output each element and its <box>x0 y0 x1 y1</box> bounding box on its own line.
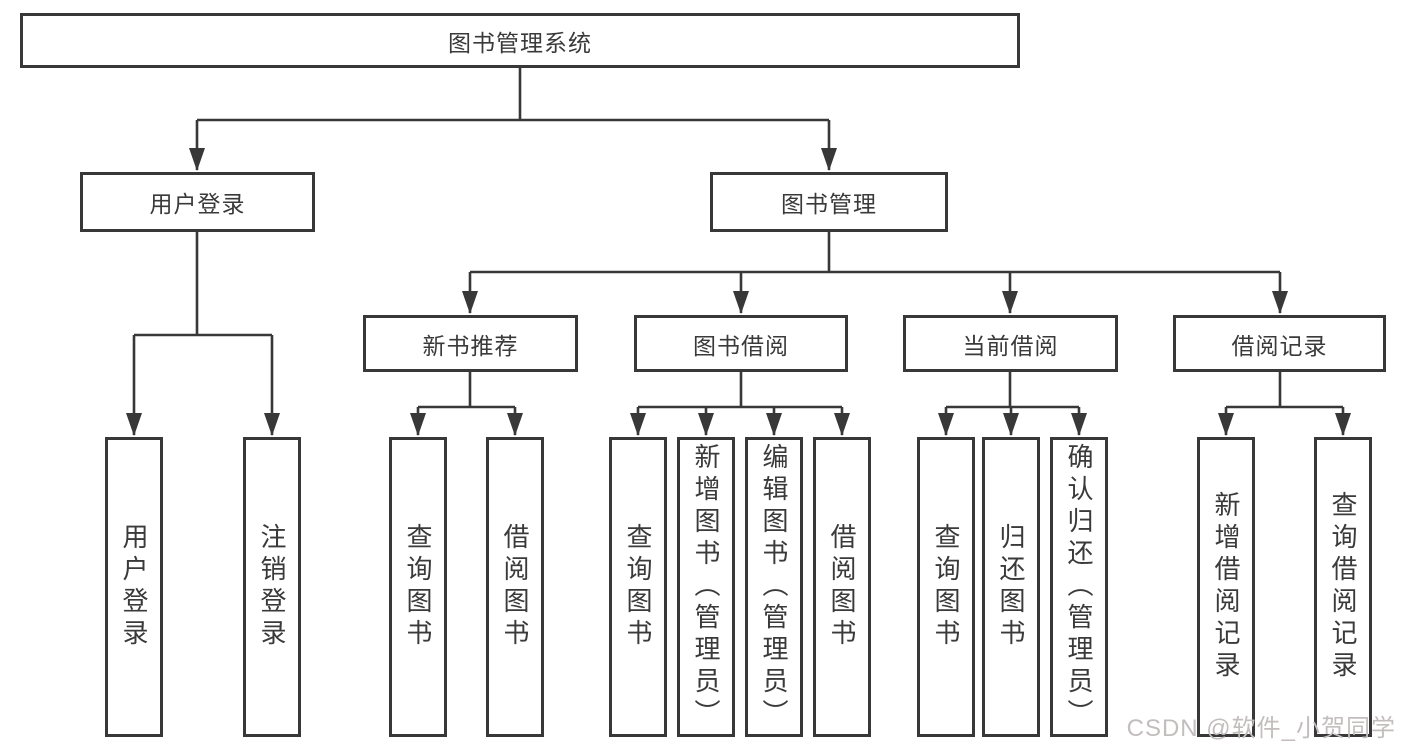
leaf-query-books-current: 查询图书 <box>917 437 975 737</box>
connector-book-borrow-group <box>630 372 850 436</box>
arrow-down-icon <box>189 148 205 171</box>
arrow-down-icon <box>126 413 142 436</box>
leaf-query-borrow-record-label: 查询借阅记录 <box>1328 491 1358 683</box>
arrow-down-icon <box>1335 413 1351 436</box>
arrow-down-icon <box>507 413 523 436</box>
leaf-add-borrow-record-label: 新增借阅记录 <box>1211 491 1241 683</box>
arrow-down-icon <box>1272 291 1288 314</box>
leaf-query-books-recommend: 查询图书 <box>389 437 447 737</box>
leaf-add-borrow-record: 新增借阅记录 <box>1197 437 1255 737</box>
leaf-edit-book-admin-label: 编辑图书（管理员） <box>759 443 789 731</box>
arrow-down-icon <box>821 148 837 171</box>
arrow-down-icon <box>1003 413 1019 436</box>
node-book-management-label: 图书管理 <box>781 191 877 217</box>
leaf-add-book-admin-label: 新增图书（管理员） <box>691 443 721 731</box>
arrow-down-icon <box>1218 413 1234 436</box>
leaf-confirm-return-admin: 确认归还（管理员） <box>1050 437 1108 737</box>
node-new-book-recommend-label: 新书推荐 <box>422 332 519 359</box>
node-user-login-label: 用户登录 <box>149 191 246 217</box>
node-root-label: 图书管理系统 <box>448 29 592 56</box>
leaf-borrow-books-recommend: 借阅图书 <box>486 437 544 737</box>
node-current-borrow-label: 当前借阅 <box>962 332 1059 359</box>
arrow-down-icon <box>938 413 954 436</box>
leaf-return-books: 归还图书 <box>982 437 1040 737</box>
leaf-logout: 注销登录 <box>243 437 301 737</box>
leaf-query-books-borrow: 查询图书 <box>609 437 667 737</box>
connector-book-management-group <box>462 232 1288 314</box>
arrow-down-icon <box>698 413 714 436</box>
arrow-down-icon <box>766 413 782 436</box>
leaf-query-books-recommend-label: 查询图书 <box>403 523 433 651</box>
leaf-user-login: 用户登录 <box>105 437 163 737</box>
arrow-down-icon <box>733 291 749 314</box>
node-book-borrow: 图书借阅 <box>634 315 848 372</box>
arrow-down-icon <box>630 413 646 436</box>
node-user-login: 用户登录 <box>80 172 315 232</box>
leaf-add-book-admin: 新增图书（管理员） <box>677 437 735 737</box>
leaf-confirm-return-admin-label: 确认归还（管理员） <box>1064 443 1094 731</box>
leaf-query-books-current-label: 查询图书 <box>931 523 961 651</box>
leaf-query-books-borrow-label: 查询图书 <box>623 523 653 651</box>
arrow-down-icon <box>410 413 426 436</box>
node-borrow-records: 借阅记录 <box>1173 315 1386 372</box>
connector-root-to-level2 <box>189 68 837 171</box>
csdn-watermark: CSDN @软件_小贺同学 <box>1126 715 1396 742</box>
node-book-borrow-label: 图书借阅 <box>693 332 789 359</box>
leaf-borrow-books: 借阅图书 <box>813 437 871 737</box>
arrow-down-icon <box>1002 291 1018 314</box>
leaf-borrow-books-recommend-label: 借阅图书 <box>500 523 530 651</box>
arrow-down-icon <box>462 291 478 314</box>
leaf-user-login-label: 用户登录 <box>119 523 149 651</box>
node-root: 图书管理系统 <box>20 13 1020 68</box>
leaf-borrow-books-label: 借阅图书 <box>827 523 857 651</box>
leaf-query-borrow-record: 查询借阅记录 <box>1314 437 1372 737</box>
arrow-down-icon <box>1071 413 1087 436</box>
leaf-edit-book-admin: 编辑图书（管理员） <box>745 437 803 737</box>
node-book-management: 图书管理 <box>710 172 948 232</box>
connector-current-borrow-group <box>938 372 1087 436</box>
connector-borrow-records-group <box>1218 372 1351 436</box>
node-new-book-recommend: 新书推荐 <box>363 315 578 372</box>
connector-new-book-group <box>410 372 523 436</box>
arrow-down-icon <box>834 413 850 436</box>
leaf-return-books-label: 归还图书 <box>996 523 1026 651</box>
node-borrow-records-label: 借阅记录 <box>1231 332 1328 359</box>
arrow-down-icon <box>264 413 280 436</box>
connector-user-login-group <box>126 232 280 436</box>
node-current-borrow: 当前借阅 <box>903 315 1118 372</box>
leaf-logout-label: 注销登录 <box>257 523 287 651</box>
